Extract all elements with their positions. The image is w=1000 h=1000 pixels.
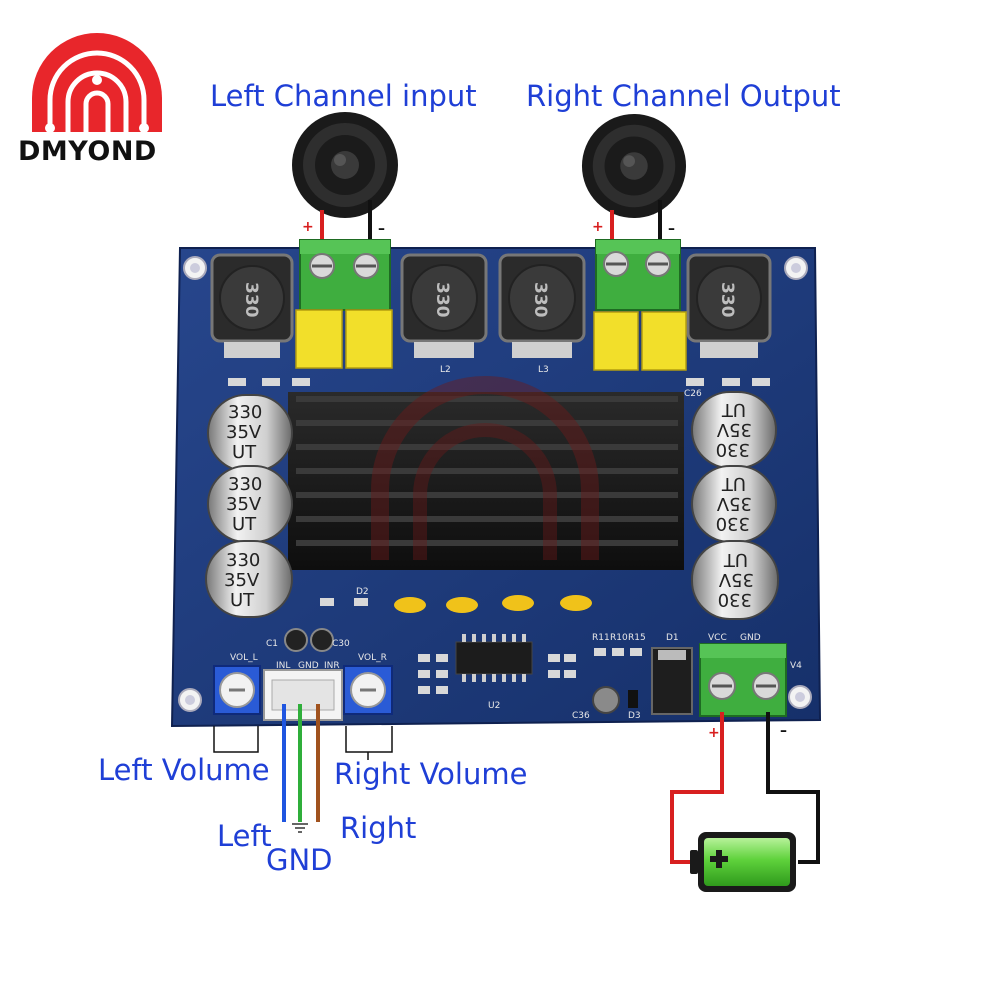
silk-d3: D3 — [628, 711, 641, 721]
cap-left-3-line-1: 330 — [226, 550, 260, 571]
silk-in-l: INL — [276, 661, 290, 671]
inductor-l4 — [686, 253, 772, 343]
cap-left-1-line-1: 330 — [228, 402, 262, 423]
power-plus-sign: + — [708, 725, 720, 741]
right-speaker-terminal — [595, 239, 681, 311]
input-header-connector — [263, 669, 343, 721]
cap-right-2-line-2: 35V — [716, 493, 752, 514]
silk-in-r: INR — [324, 661, 340, 671]
mounting-hole-icon — [178, 256, 812, 712]
label-right-volume: Right Volume — [334, 757, 528, 791]
heatsink — [288, 376, 684, 570]
left-volume-potentiometer — [213, 665, 261, 715]
silk-r10: R10 — [610, 633, 628, 643]
inductor-l1-value: 330 — [241, 282, 261, 318]
right-plus-sign: + — [592, 219, 604, 235]
battery-icon — [690, 832, 796, 892]
cap-right-2-line-3: UT — [721, 473, 746, 494]
power-terminal — [699, 643, 787, 717]
silk-l3: L3 — [538, 365, 549, 375]
inductor-l2-value: 330 — [432, 282, 452, 318]
silk-v4: V4 — [790, 661, 802, 671]
left-plus-sign: + — [302, 219, 314, 235]
cap-left-1-line-3: UT — [232, 442, 257, 463]
brand-logo-icon — [32, 33, 162, 133]
cap-left-3-line-2: 35V — [224, 570, 260, 591]
silk-gnd-power: GND — [740, 633, 761, 643]
left-speaker-icon — [292, 112, 398, 218]
label-left: Left — [217, 819, 272, 853]
electrolytic-capacitor-right-3 — [691, 540, 779, 620]
silk-r11: R11 — [592, 633, 610, 643]
label-right: Right — [340, 811, 417, 845]
silk-r15: R15 — [628, 633, 646, 643]
cap-right-2-line-1: 330 — [716, 513, 750, 534]
silk-c30: C30 — [332, 639, 350, 649]
silk-c26: C26 — [684, 389, 702, 399]
inductor-l2 — [400, 253, 488, 343]
electrolytic-capacitor-left-3 — [205, 540, 293, 618]
cap-right-3-line-1: 330 — [718, 589, 752, 610]
silk-d1: D1 — [666, 633, 679, 643]
cap-right-3-line-2: 35V — [718, 569, 754, 590]
right-minus-sign: – — [668, 221, 675, 237]
silk-u2: U2 — [488, 701, 500, 711]
cap-left-1-line-2: 35V — [226, 422, 262, 443]
label-left-channel-input: Left Channel input — [210, 79, 477, 113]
cap-right-3-line-3: UT — [723, 549, 748, 570]
right-speaker-icon — [581, 113, 687, 219]
cap-left-2-line-3: UT — [232, 514, 257, 535]
left-minus-sign: – — [378, 221, 385, 237]
cap-left-2-line-1: 330 — [228, 474, 262, 495]
inductor-l4-value: 330 — [717, 282, 737, 318]
cap-left-3-line-3: UT — [230, 590, 255, 611]
silk-vcc: VCC — [708, 633, 727, 643]
cap-left-2-line-2: 35V — [226, 494, 262, 515]
silk-gnd: GND — [298, 661, 319, 671]
silk-vol-r: VOL_R — [358, 653, 387, 663]
inductor-l3 — [498, 253, 586, 343]
ground-symbol-icon — [292, 823, 308, 833]
cap-right-1-line-1: 330 — [716, 439, 750, 460]
silk-vol-l: VOL_L — [230, 653, 258, 663]
ic-chip-u2 — [455, 634, 533, 682]
right-volume-potentiometer — [343, 665, 393, 715]
silk-c1: C1 — [266, 639, 278, 649]
label-left-volume: Left Volume — [98, 753, 270, 787]
left-speaker-terminal — [299, 239, 391, 311]
brand-logo-text: DMYOND — [18, 136, 157, 167]
label-gnd: GND — [266, 843, 333, 877]
inductor-l1 — [210, 253, 294, 343]
cap-right-1-line-2: 35V — [716, 419, 752, 440]
silk-d2: D2 — [356, 587, 369, 597]
silk-l2: L2 — [440, 365, 451, 375]
power-minus-sign: – — [780, 723, 787, 739]
inductor-l3-value: 330 — [530, 282, 550, 318]
power-diode-d1 — [651, 647, 693, 715]
label-right-channel-output: Right Channel Output — [526, 79, 841, 113]
cap-right-1-line-3: UT — [721, 399, 746, 420]
silk-c36: C36 — [572, 711, 590, 721]
